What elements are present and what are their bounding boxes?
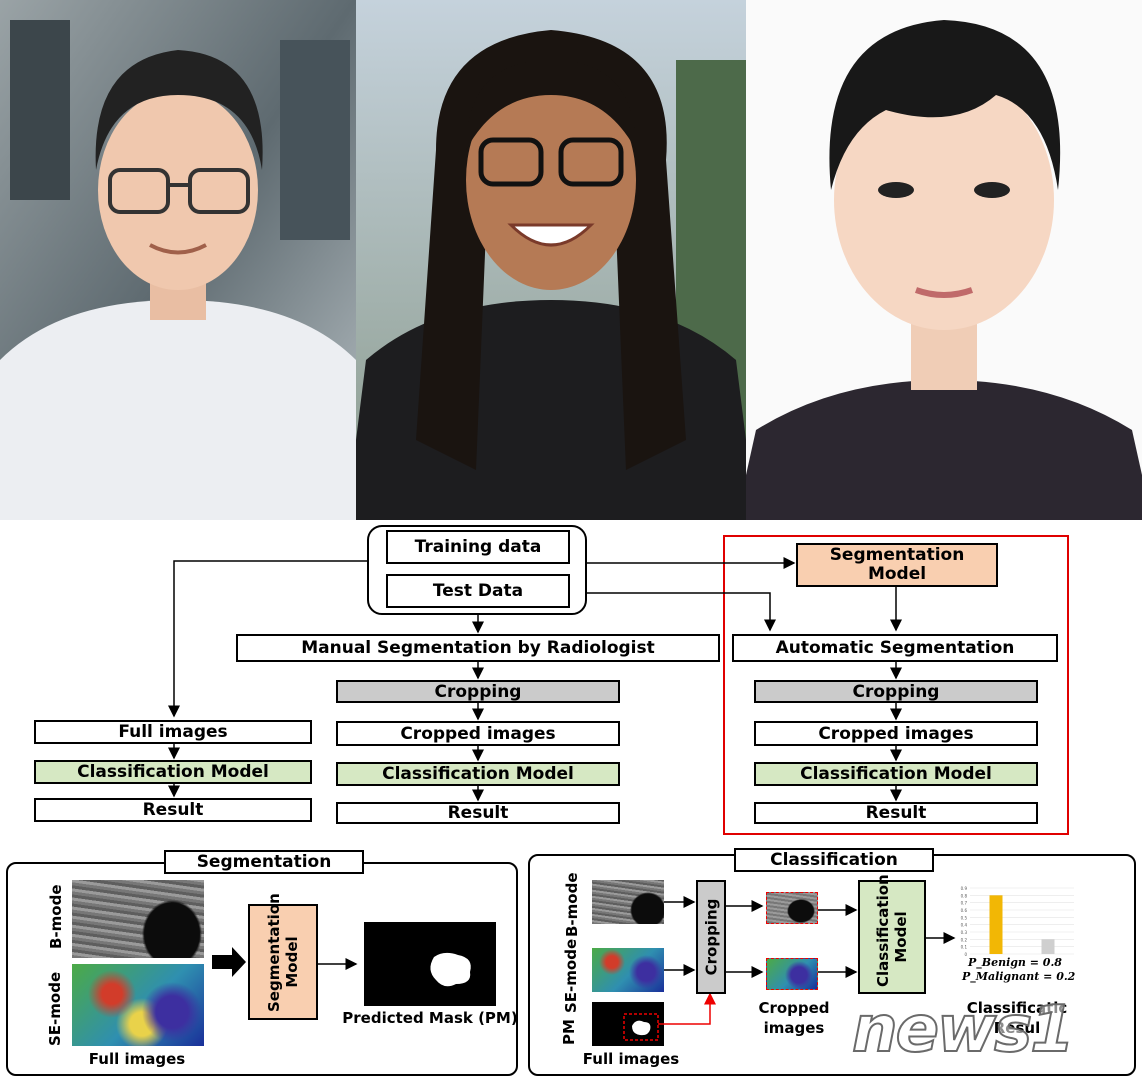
training-data-box: Training data: [386, 530, 570, 564]
photo-left-person: [0, 0, 356, 520]
classification-model-box-middle: Classification Model: [336, 762, 620, 786]
chart-tick-label: 0.1: [961, 945, 968, 950]
automatic-segmentation-box: Automatic Segmentation: [732, 634, 1058, 662]
p-malignant-label: P_Malignant = 0.2: [962, 970, 1076, 983]
result-box-right: Result: [754, 802, 1038, 824]
cls-se-mode-image: [592, 948, 664, 992]
p-benign-label: P_Benign = 0.8: [968, 956, 1062, 969]
chart-tick-label: 0.2: [961, 937, 968, 942]
predicted-mask-image: [364, 922, 496, 1006]
seg-se-mode-image: [72, 964, 204, 1046]
cls-b-mode-image: [592, 880, 664, 924]
news1-watermark: news1: [851, 993, 1076, 1067]
result-box-left: Result: [34, 798, 312, 822]
cls-cropped-images-label: Cropped images: [758, 999, 830, 1037]
cropped-images-box-right: Cropped images: [754, 721, 1038, 746]
photo-center-person: [356, 0, 746, 520]
full-images-box: Full images: [34, 720, 312, 744]
cls-cropping-box: Cropping: [696, 880, 726, 994]
chart-tick-label: 0: [964, 952, 967, 957]
result-box-middle: Result: [336, 802, 620, 824]
manual-segmentation-box: Manual Segmentation by Radiologist: [236, 634, 720, 662]
chart-tick-label: 0.8: [961, 893, 968, 898]
cropping-box-right: Cropping: [754, 680, 1038, 703]
cropping-box-middle: Cropping: [336, 680, 620, 703]
chart-bar-malignant: [1041, 939, 1055, 954]
seg-b-mode-image: [72, 880, 204, 958]
chart-tick-label: 0.3: [961, 930, 968, 935]
classification-model-box-right: Classification Model: [754, 762, 1038, 786]
chart-bar-benign: [989, 895, 1003, 954]
cls-pm-image: [592, 1002, 664, 1046]
cls-cropped-b-mode-image: [766, 892, 818, 924]
chart-tick-label: 0.4: [961, 923, 968, 928]
cls-cropped-se-mode-image: [766, 958, 818, 990]
cropped-images-box-middle: Cropped images: [336, 721, 620, 746]
segmentation-panel-title: Segmentation: [164, 850, 364, 874]
cls-result-label: Classificatic Resul: [966, 999, 1068, 1037]
photo-right-person: [746, 0, 1142, 520]
chart-tick-label: 0.7: [961, 901, 968, 906]
cls-classification-model-box: Classification Model: [858, 874, 926, 994]
seg-full-images-label: Full images: [88, 1050, 186, 1068]
predicted-mask-label: Predicted Mask (PM): [342, 1009, 518, 1027]
chart-tick-label: 0.6: [961, 908, 968, 913]
seg-segmentation-model-box: Segmentation Model: [248, 893, 318, 1020]
cls-full-images-label: Full images: [582, 1050, 680, 1068]
test-data-box: Test Data: [386, 574, 570, 608]
segmentation-model-box: Segmentation Model: [796, 543, 998, 587]
classification-panel-title: Classification: [734, 848, 934, 872]
chart-tick-label: 0.9: [961, 886, 968, 891]
classification-model-box-left: Classification Model: [34, 760, 312, 784]
chart-tick-label: 0.5: [961, 915, 968, 920]
